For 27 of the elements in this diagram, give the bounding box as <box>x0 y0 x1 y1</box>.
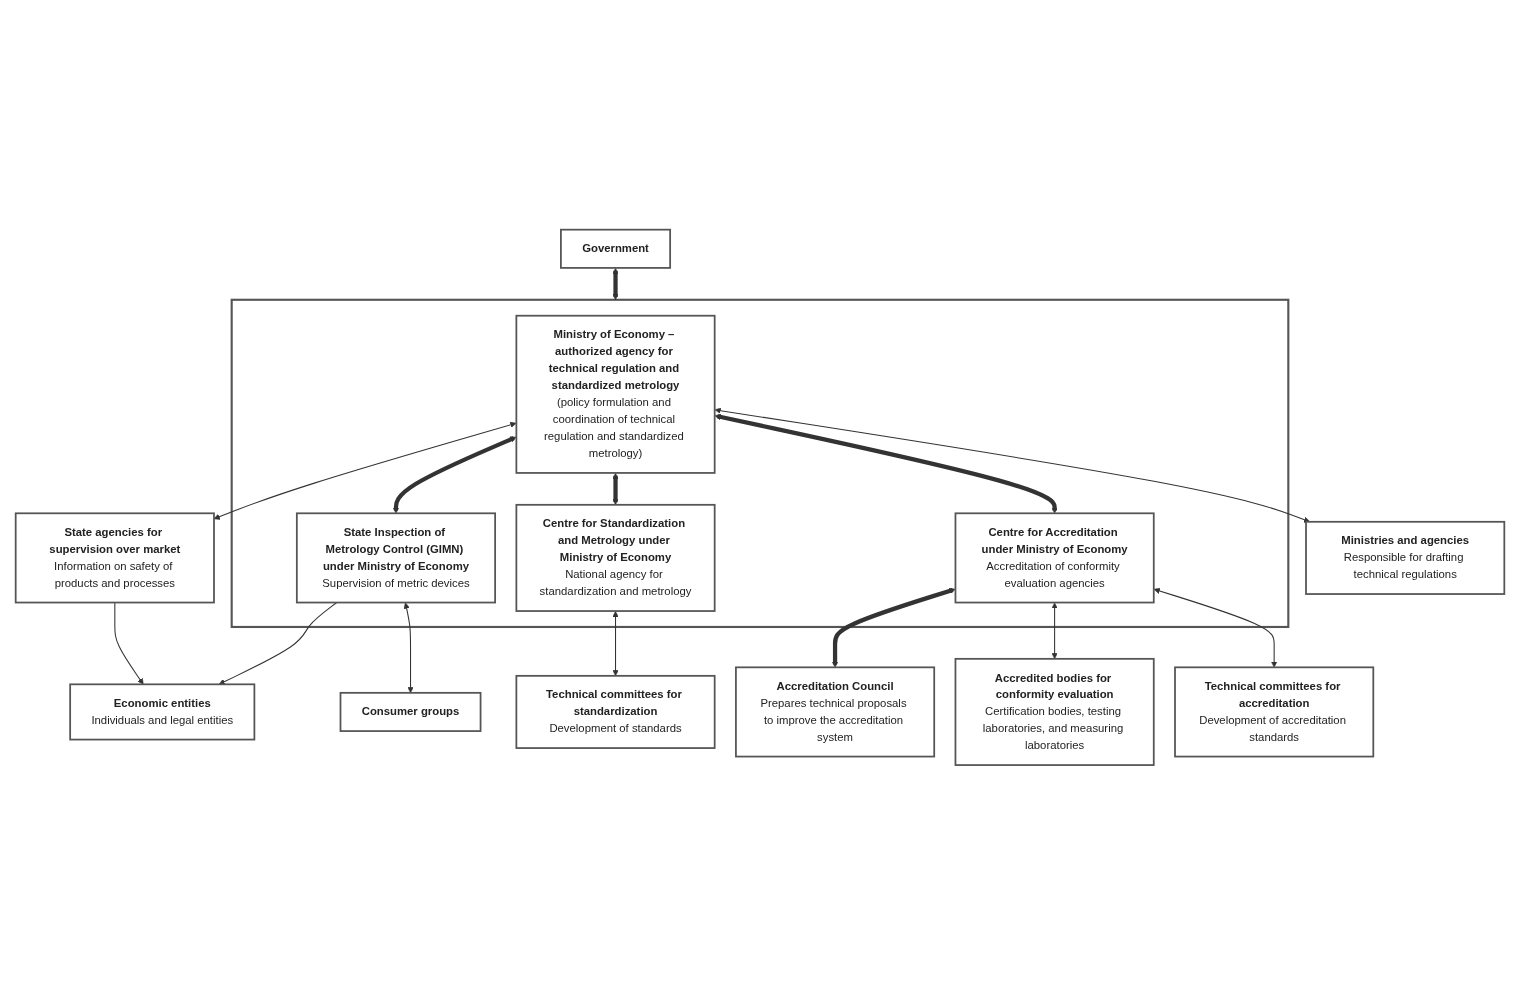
arrow <box>213 421 517 520</box>
node-box: Centre for Standardization and Metrology under Ministry of Economy National agency for standardization and metrology <box>515 504 716 613</box>
cluster <box>230 298 1290 629</box>
node-box: Technical committees for accreditation Development of accreditation standards <box>1174 666 1375 758</box>
arrow <box>714 407 1311 523</box>
node-box: Accreditation Council Prepares technical proposals to improve the accreditation system <box>735 666 936 758</box>
node-box: Government <box>560 228 672 269</box>
node-box: Economic entities Individuals and legal entities <box>69 683 256 741</box>
arrow <box>612 611 619 677</box>
node-box: Centre for Accreditation under Ministry of Economy Accreditation of conformity evaluation agencies <box>954 512 1155 604</box>
node-box: Accredited bodies for conformity evaluation Certification bodies, testing laboratories, and measuring laboratories <box>954 658 1155 767</box>
node-box: Technical committees for standardization Development of standards <box>515 675 716 750</box>
arrow <box>392 436 517 514</box>
node-box: State agencies for supervision over market Information on safety of products and processes <box>14 512 215 604</box>
node-box: Consumer groups <box>339 692 482 733</box>
node-box: State Inspection of Metrology Control (GIMN) under Ministry of Economy Supervision of metric devices <box>295 512 496 604</box>
arrow <box>1153 588 1278 668</box>
arrow <box>714 414 1058 514</box>
arrow <box>403 602 414 694</box>
arrow <box>831 588 956 668</box>
arrow <box>612 473 619 506</box>
arrow <box>114 602 144 685</box>
node-box: Ministry of Economy – authorized agency for technical regulation and standardized metrology (policy formulation and coordination of technical regulation and standardized metrology) <box>515 314 716 474</box>
arrow <box>218 602 338 685</box>
arrow <box>1051 602 1058 660</box>
arrow <box>612 268 619 301</box>
node-box: Ministries and agencies Responsible for drafting technical regulations <box>1305 521 1506 596</box>
